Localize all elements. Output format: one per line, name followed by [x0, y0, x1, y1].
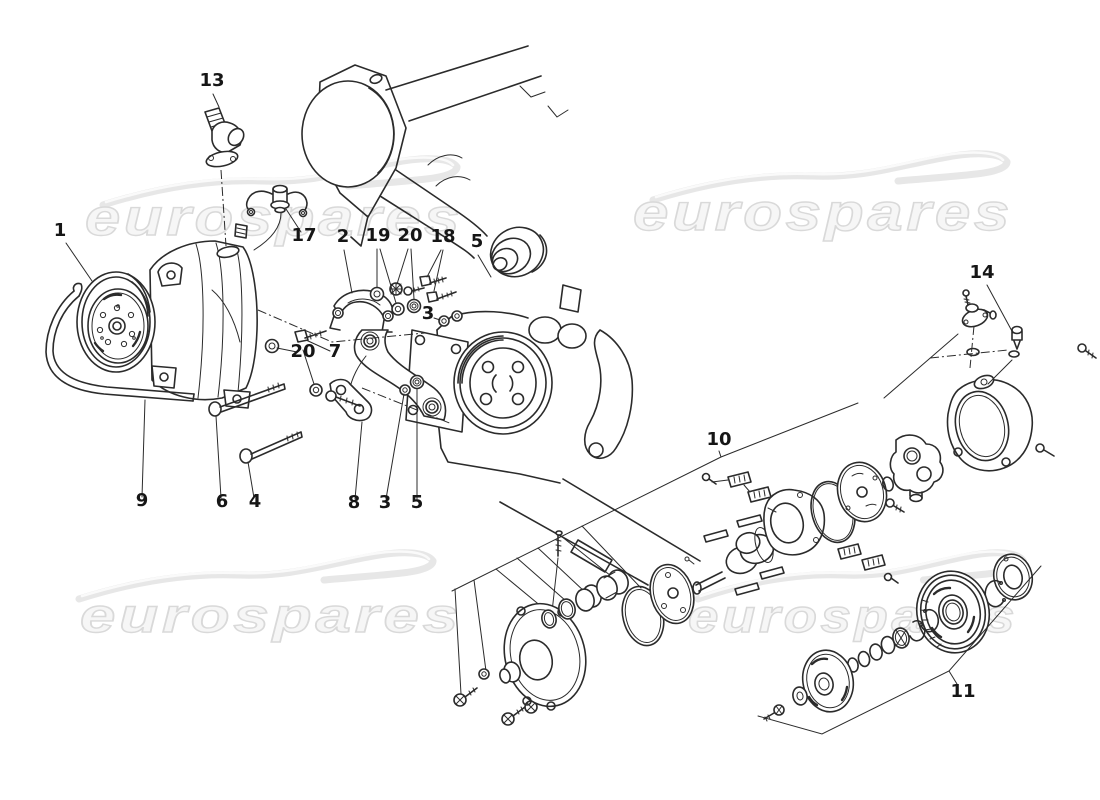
support-bracket-arm	[349, 329, 447, 421]
callout-label-18: 18	[430, 226, 455, 247]
callout-label-10: 10	[706, 429, 731, 450]
callout-label-4: 4	[249, 491, 262, 512]
callout-label-11: 11	[950, 681, 975, 702]
clutch-pulley-assembly	[763, 553, 1034, 722]
compressor-internals	[453, 343, 1097, 726]
water-pump-pulley	[489, 226, 548, 278]
union-elbow-fitting	[204, 107, 245, 247]
callout-leader-lines	[65, 93, 1042, 735]
charge-valve	[883, 289, 1023, 399]
drive-belt	[45, 282, 195, 402]
callout-label-14: 14	[969, 262, 994, 283]
bolts-washers-nuts	[208, 275, 463, 464]
callout-label-17: 17	[291, 225, 316, 246]
watermark-text: eurospares	[633, 184, 1013, 242]
callout-label-19: 19	[365, 225, 390, 246]
callout-label-6: 6	[216, 491, 229, 512]
callout-label-2: 2	[337, 226, 350, 247]
callout-label-9: 9	[136, 490, 149, 511]
callout-label-8: 8	[348, 492, 361, 513]
crankshaft-pulley	[453, 331, 553, 435]
centerlines	[257, 309, 453, 425]
callout-label-3: 3	[379, 492, 392, 513]
engine-front-cover	[301, 45, 569, 259]
callout-label-7: 7	[329, 341, 342, 362]
watermark-text: eurospares	[80, 590, 462, 643]
pressure-switch	[245, 184, 308, 251]
engine-block	[405, 284, 701, 586]
callout-label-13: 13	[199, 70, 224, 91]
callout-label-20: 20	[397, 225, 422, 246]
watermark-top-right: eurospares	[632, 153, 1013, 243]
callout-label-1: 1	[54, 220, 67, 241]
callout-label-5: 5	[471, 231, 484, 252]
callout-label-5: 5	[411, 492, 424, 513]
callout-label-3: 3	[422, 303, 435, 324]
small-bracket	[329, 378, 373, 422]
air-compressor	[76, 223, 258, 409]
callout-label-20: 20	[290, 341, 315, 362]
watermark-bottom-left: eurospares	[79, 552, 462, 644]
